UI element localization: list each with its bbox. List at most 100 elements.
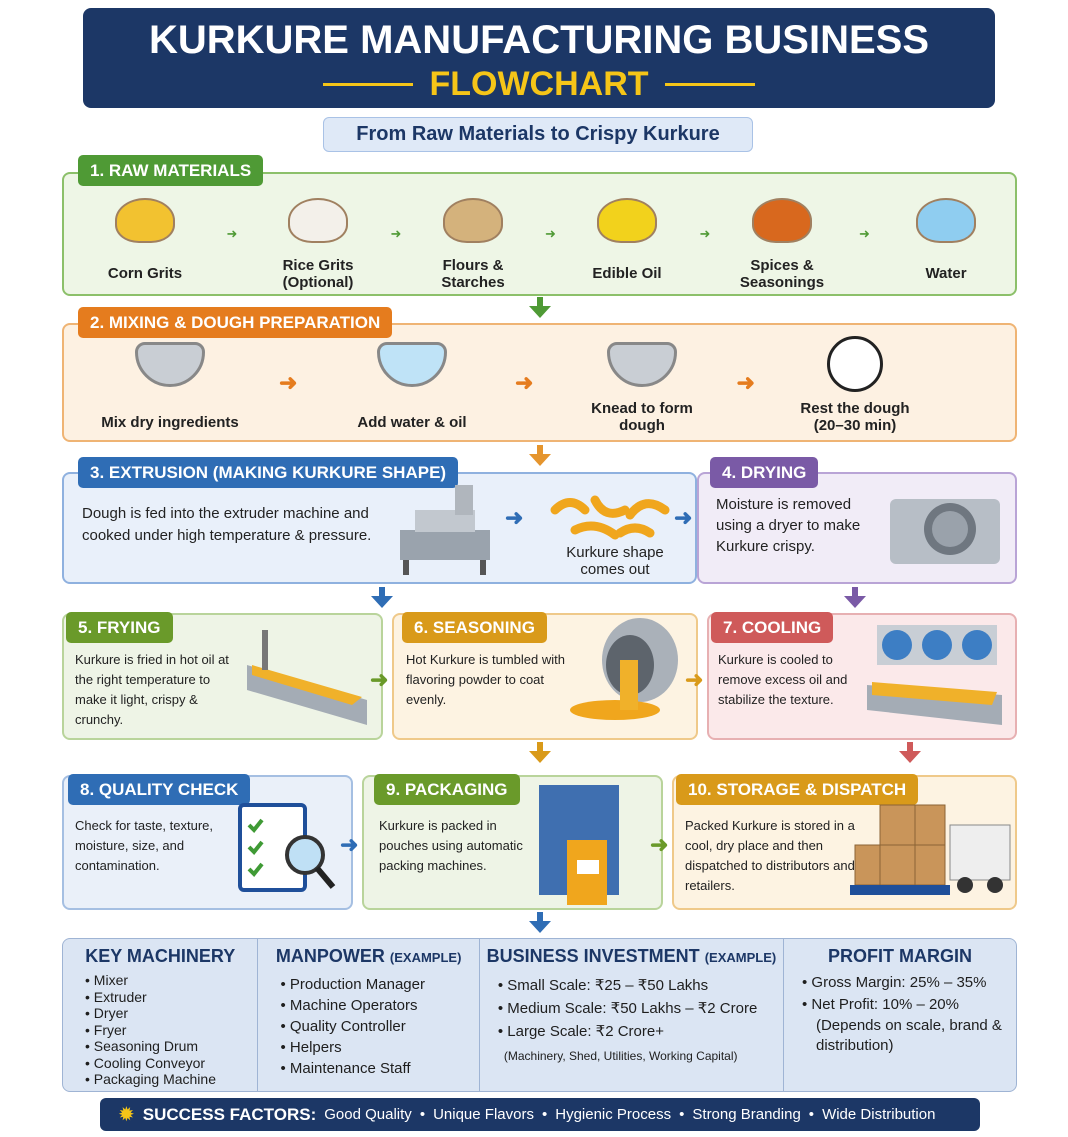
success-factors-bar: ✹ SUCCESS FACTORS: Good Quality • Unique F… [100,1098,980,1131]
section-drying [697,472,1017,584]
dryer-machine-icon [890,499,1000,564]
section-title: 6. SEASONING [402,612,547,643]
lightbulb-icon: ✹ [118,1104,135,1126]
list-item: Production Manager [280,974,468,995]
arrow-shaft [537,297,543,307]
mixing-step-label: Add water & oil [357,414,467,431]
separator: • [679,1106,685,1123]
arrow-shaft [907,742,913,752]
section-raw-materials [62,172,1017,296]
list-item: Quality Controller [280,1016,468,1037]
step-result: Kurkure shape comes out [566,544,664,578]
step-description: Dough is fed into the extruder machine a… [82,505,372,544]
arrow-right-icon: ➜ [699,226,711,241]
list-item: Fryer [85,1022,247,1039]
section-title: 2. MIXING & DOUGH PREPARATION [78,307,393,338]
section-title: 8. QUALITY CHECK [68,774,251,805]
list-item: Maintenance Staff [280,1058,468,1079]
list-item: Net Profit: 10% – 20% [802,994,1006,1016]
raw-material-image [438,190,508,250]
header-banner: KURKURE MANUFACTURING BUSINESS FLOWCHART [83,8,995,108]
raw-material-label: Rice Grits (Optional) [282,257,354,291]
section-title: 9. PACKAGING [374,774,520,805]
arrow-right-icon: ➜ [279,370,298,395]
arrow-right-icon: ➜ [685,667,704,692]
arrow-right-icon: ➜ [545,226,556,241]
list-item: Extruder [85,989,247,1006]
separator: • [419,1106,426,1123]
manpower-note: (EXAMPLE) [389,950,462,965]
arrow-down-icon [899,751,921,763]
raw-material-label: Flours & Starches [441,257,505,291]
raw-material-image [110,190,180,250]
arrow-down-icon [371,596,393,608]
arrow-right-icon: ➜ [340,832,359,857]
success-label: SUCCESS FACTORS: [142,1104,317,1124]
section-title: 1. RAW MATERIALS [78,155,264,186]
manpower-title: MANPOWER [275,946,385,966]
separator: • [541,1106,548,1123]
step-description: Check for taste, texture, moisture, size… [75,818,214,873]
section-title: 5. FRYING [66,612,173,643]
investment-note: (EXAMPLE) [704,950,777,965]
step-description: Kurkure is cooled to remove excess oil a… [718,652,848,707]
arrow-right-icon: ➜ [674,505,693,530]
list-item: Gross Margin: 25% – 35% [802,972,1006,994]
step-description: Kurkure is fried in hot oil at the right… [75,652,229,727]
divider [323,82,414,86]
separator: • [808,1106,815,1123]
arrow-down-icon [529,921,551,933]
boxes-truck-icon [850,804,1011,895]
success-factor: Strong Branding [692,1106,801,1123]
arrow-down-icon [529,454,551,466]
mixing-step-label: Knead to form dough [591,400,693,434]
arrow-down-icon [529,306,551,318]
machinery-title: KEY MACHINERY [85,946,236,966]
arrow-right-icon: ➜ [370,667,389,692]
mixing-step-image [130,333,210,395]
arrow-right-icon: ➜ [736,370,755,395]
list-item: Packaging Machine [85,1071,247,1088]
raw-material-image [283,190,353,250]
arrow-right-icon: ➜ [505,505,524,530]
success-factor: Hygienic Process [555,1106,672,1123]
section-title: 4. DRYING [710,457,819,488]
success-factor: Wide Distribution [822,1106,936,1123]
investment-title: BUSINESS INVESTMENT [486,946,700,966]
divider [664,82,755,86]
list-item: Small Scale: ₹25 – ₹50 Lakhs [498,974,777,997]
raw-material-image [592,190,662,250]
profit-title: PROFIT MARGIN [827,946,972,966]
arrow-down-icon [844,596,866,608]
arrow-shaft [537,912,543,922]
extruder-machine-icon [400,485,490,575]
arrow-right-icon: ➜ [650,832,669,857]
mixing-step-image [372,333,452,395]
tagline: From Raw Materials to Crispy Kurkure [323,117,753,152]
list-item: Helpers [280,1037,468,1058]
section-title: 7. COOLING [711,612,834,643]
step-description: Packed Kurkure is stored in a cool, dry … [685,818,855,893]
kurkure-pieces-icon [550,495,670,540]
arrow-shaft [852,587,858,597]
investment-footnote: (Machinery, Shed, Utilities, Working Cap… [503,1049,738,1063]
raw-material-label: Water [925,265,967,282]
step-description: Hot Kurkure is tumbled with flavoring po… [406,652,565,707]
mixing-step-image [815,333,895,395]
raw-material-label: Spices & Seasonings [739,257,825,291]
arrow-down-icon [529,751,551,763]
list-item: Dryer [85,1005,247,1022]
success-factor: Good Quality [324,1106,412,1123]
raw-material-label: Corn Grits [107,265,183,282]
success-factor: Unique Flavors [433,1106,534,1123]
step-description: Moisture is removed using a dryer to mak… [716,496,861,555]
packing-machine-icon [539,785,619,905]
arrow-right-icon: ➜ [390,226,402,241]
clipboard-checklist-icon [238,803,336,892]
business-summary-panel: KEY MACHINERYMixerExtruderDryerFryerSeas… [62,938,1017,1092]
arrow-right-icon: ➜ [859,226,870,241]
seasoning-drum-icon [570,618,678,720]
raw-material-label: Edible Oil [592,265,662,282]
arrow-shaft [379,587,385,597]
list-item: Seasoning Drum [85,1038,247,1055]
